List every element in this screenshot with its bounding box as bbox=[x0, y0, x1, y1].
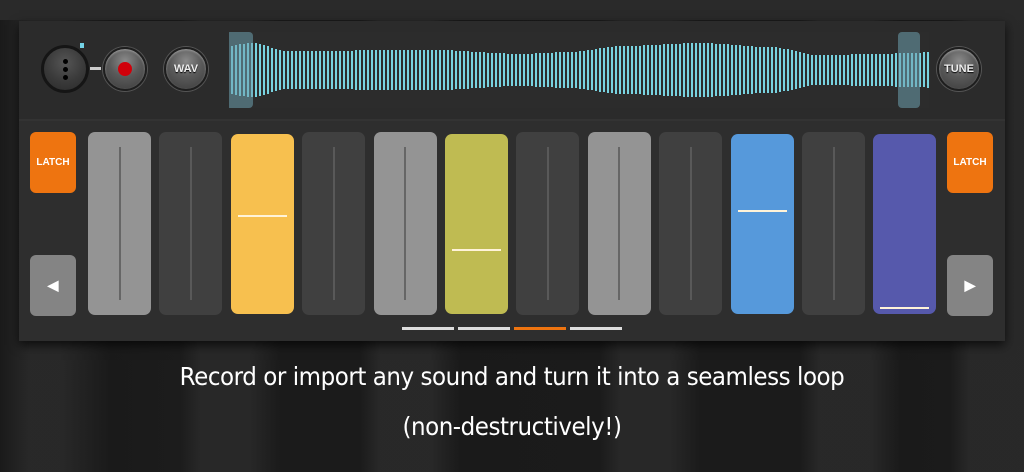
fader-7[interactable] bbox=[516, 132, 580, 315]
fader-11[interactable] bbox=[802, 132, 865, 315]
fader-track bbox=[189, 147, 192, 300]
fader-track bbox=[118, 147, 121, 300]
latch-label: LATCH bbox=[36, 157, 70, 168]
latch-button-right[interactable]: LATCH bbox=[947, 132, 993, 193]
fader-6[interactable] bbox=[445, 134, 508, 314]
fader-track bbox=[689, 147, 692, 300]
fader-5[interactable] bbox=[373, 132, 437, 315]
more-vertical-icon-dot bbox=[62, 66, 68, 72]
loop-end-handle[interactable] bbox=[898, 32, 920, 108]
next-page-button[interactable]: ▶ bbox=[947, 255, 993, 316]
more-vertical-icon-dot bbox=[62, 74, 68, 80]
fader-2[interactable] bbox=[159, 132, 223, 315]
arrow-right-icon: ▶ bbox=[964, 277, 976, 293]
fader-track bbox=[404, 147, 407, 300]
loop-start-handle[interactable] bbox=[229, 32, 253, 108]
waveform-display[interactable] bbox=[229, 32, 929, 108]
fader-track bbox=[546, 147, 549, 300]
prev-page-button[interactable]: ◀ bbox=[30, 255, 76, 316]
tune-button[interactable]: TUNE bbox=[937, 47, 981, 91]
caption-line-2: (non-destructively!) bbox=[402, 412, 622, 441]
fader-track bbox=[332, 147, 335, 300]
fader-handle[interactable] bbox=[452, 249, 501, 252]
page-dot-2[interactable] bbox=[458, 327, 510, 330]
record-icon bbox=[118, 62, 132, 76]
wav-import-button[interactable]: WAV bbox=[164, 47, 208, 91]
connector-line bbox=[90, 67, 101, 70]
fader-track bbox=[832, 147, 835, 300]
menu-knob[interactable] bbox=[41, 45, 89, 93]
top-bar: WAV TUNE bbox=[19, 21, 1005, 121]
caption-line-1: Record or import any sound and turn it i… bbox=[179, 362, 845, 391]
tune-label: TUNE bbox=[944, 63, 974, 75]
record-button[interactable] bbox=[103, 47, 147, 91]
fader-track bbox=[618, 147, 621, 300]
arrow-left-icon: ◀ bbox=[47, 277, 59, 293]
latch-button-left[interactable]: LATCH bbox=[30, 132, 76, 193]
fader-1[interactable] bbox=[88, 132, 151, 315]
fader-8[interactable] bbox=[587, 132, 651, 315]
more-vertical-icon bbox=[62, 58, 68, 64]
page-indicator bbox=[402, 327, 622, 330]
fader-12[interactable] bbox=[873, 134, 937, 314]
fader-handle[interactable] bbox=[737, 209, 787, 212]
latch-label: LATCH bbox=[953, 157, 987, 168]
page-dot-3[interactable] bbox=[514, 327, 566, 330]
background-top bbox=[0, 0, 1024, 20]
fader-handle[interactable] bbox=[237, 215, 287, 217]
fader-4[interactable] bbox=[302, 132, 366, 315]
fader-10[interactable] bbox=[730, 134, 794, 314]
page-dot-4[interactable] bbox=[570, 327, 622, 330]
waveform-bars bbox=[229, 32, 929, 108]
fader-9[interactable] bbox=[659, 132, 723, 315]
knob-indicator bbox=[80, 43, 84, 48]
looper-panel: WAV TUNE LATCH ◀ LATCH ▶ bbox=[19, 21, 1005, 341]
fader-3[interactable] bbox=[230, 134, 294, 314]
page-dot-1[interactable] bbox=[402, 327, 454, 330]
wav-label: WAV bbox=[173, 63, 199, 75]
fader-handle[interactable] bbox=[880, 306, 930, 309]
